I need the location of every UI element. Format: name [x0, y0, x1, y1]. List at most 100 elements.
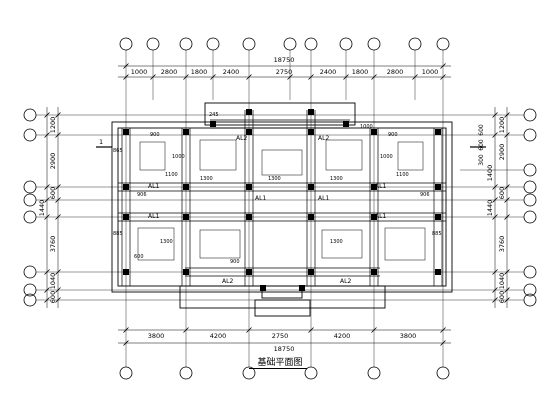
column	[435, 269, 441, 275]
right-dimension-text: 600	[498, 291, 506, 303]
left-dimension-text: 1040	[49, 273, 57, 290]
column	[435, 129, 441, 135]
dimension-tick	[55, 297, 61, 303]
dimension-tick	[183, 327, 189, 333]
dimension-tick	[246, 327, 252, 333]
annotation-number: 900	[388, 132, 398, 138]
bottom-dimension-text: 4200	[334, 332, 351, 340]
dimension-tick	[504, 214, 510, 220]
column	[246, 109, 252, 115]
column	[343, 121, 349, 127]
title-underline	[249, 368, 307, 369]
column	[308, 184, 314, 190]
annotation-number: 600	[134, 254, 144, 260]
column	[183, 184, 189, 190]
left-dimension-text: 600	[49, 291, 57, 303]
annotation-number: 900	[150, 132, 160, 138]
left-dimension-text: 3760	[49, 236, 57, 253]
drawing-title: 基础平面图	[257, 358, 303, 368]
dimension-tick	[492, 214, 498, 220]
dimension-tick	[123, 74, 129, 80]
annotation-number: 1300	[268, 176, 281, 182]
beam-label: AL2	[222, 278, 233, 285]
column	[183, 214, 189, 220]
column	[435, 214, 441, 220]
dimension-lines	[46, 65, 508, 344]
axis-lines	[36, 50, 524, 367]
dimension-tick	[504, 297, 510, 303]
top-dimension-text: 1000	[131, 68, 148, 76]
dimension-tick	[150, 74, 156, 80]
bottom-dimension-text: 3800	[400, 332, 417, 340]
beam-label: AL1	[375, 213, 386, 220]
annotation-number: 885	[432, 231, 442, 237]
column	[246, 184, 252, 190]
dimension-tick	[343, 74, 349, 80]
dimension-tick	[492, 112, 498, 118]
dimension-tick	[492, 287, 498, 293]
top-dimension-text: 2400	[320, 68, 337, 76]
dimension-tick	[44, 214, 50, 220]
top-axis-bubbles	[119, 37, 450, 51]
dimension-tick	[44, 297, 50, 303]
column	[371, 269, 377, 275]
bottom-dimension-text: 4200	[210, 332, 227, 340]
beam-label: AL2	[340, 278, 351, 285]
column	[123, 214, 129, 220]
annotation-number: 1000	[380, 154, 393, 160]
right-small-dimension: 600	[478, 139, 485, 151]
column	[246, 214, 252, 220]
column	[183, 129, 189, 135]
dimension-tick	[492, 132, 498, 138]
right-dimension-text: 1040	[498, 273, 506, 290]
annotation-number: 906	[137, 192, 147, 198]
column	[371, 214, 377, 220]
dimension-tick	[371, 327, 377, 333]
beam-labels: AL1 AL1 AL1 AL1 AL1 AL1 AL2 AL2 AL2 AL2	[148, 135, 386, 285]
section-mark-label: 1	[99, 138, 103, 146]
right-dimension-text: 600	[498, 187, 506, 199]
dimension-tick	[504, 184, 510, 190]
dimension-tick	[44, 184, 50, 190]
column	[183, 269, 189, 275]
strip-footings	[118, 110, 446, 286]
top-dimension-text: 2800	[387, 68, 404, 76]
column	[299, 285, 305, 291]
bottom-total-dimension: 18750	[274, 345, 295, 353]
dimension-tick	[492, 269, 498, 275]
top-dimension-text: 1800	[191, 68, 208, 76]
left-dimension-text: 1200	[49, 117, 57, 134]
column	[123, 129, 129, 135]
foundation-outline	[111, 102, 453, 317]
interior-pads	[137, 139, 426, 261]
column	[260, 285, 266, 291]
top-dimension-text: 2400	[223, 68, 240, 76]
dimension-tick	[44, 132, 50, 138]
columns-group	[123, 109, 441, 291]
annotation-number: 1100	[396, 172, 409, 178]
annotation-number: 1100	[165, 172, 178, 178]
annotation-number: 245	[209, 112, 219, 118]
annotation-numbers: 900 1000 1300 1100 906 600 865 885 245 1…	[113, 112, 442, 265]
dimension-tick	[492, 197, 498, 203]
column	[308, 129, 314, 135]
beam-label: AL1	[255, 195, 266, 202]
right-dimension-text: 1400	[486, 165, 494, 182]
annotation-number: 1300	[330, 176, 343, 182]
beam-label: AL1	[375, 183, 386, 190]
top-dimension-text: 2750	[276, 68, 293, 76]
dimension-tick	[308, 74, 314, 80]
left-dimension-text: 600	[49, 187, 57, 199]
annotation-number: 1300	[330, 239, 343, 245]
dimension-tick	[492, 297, 498, 303]
dimension-tick	[44, 112, 50, 118]
dimension-tick	[44, 269, 50, 275]
left-dimension-text: 1440	[38, 200, 46, 217]
column	[371, 129, 377, 135]
dimension-tick	[55, 269, 61, 275]
beam-label: AL1	[148, 183, 159, 190]
top-dimension-text: 2800	[161, 68, 178, 76]
annotation-number: 865	[113, 148, 123, 154]
